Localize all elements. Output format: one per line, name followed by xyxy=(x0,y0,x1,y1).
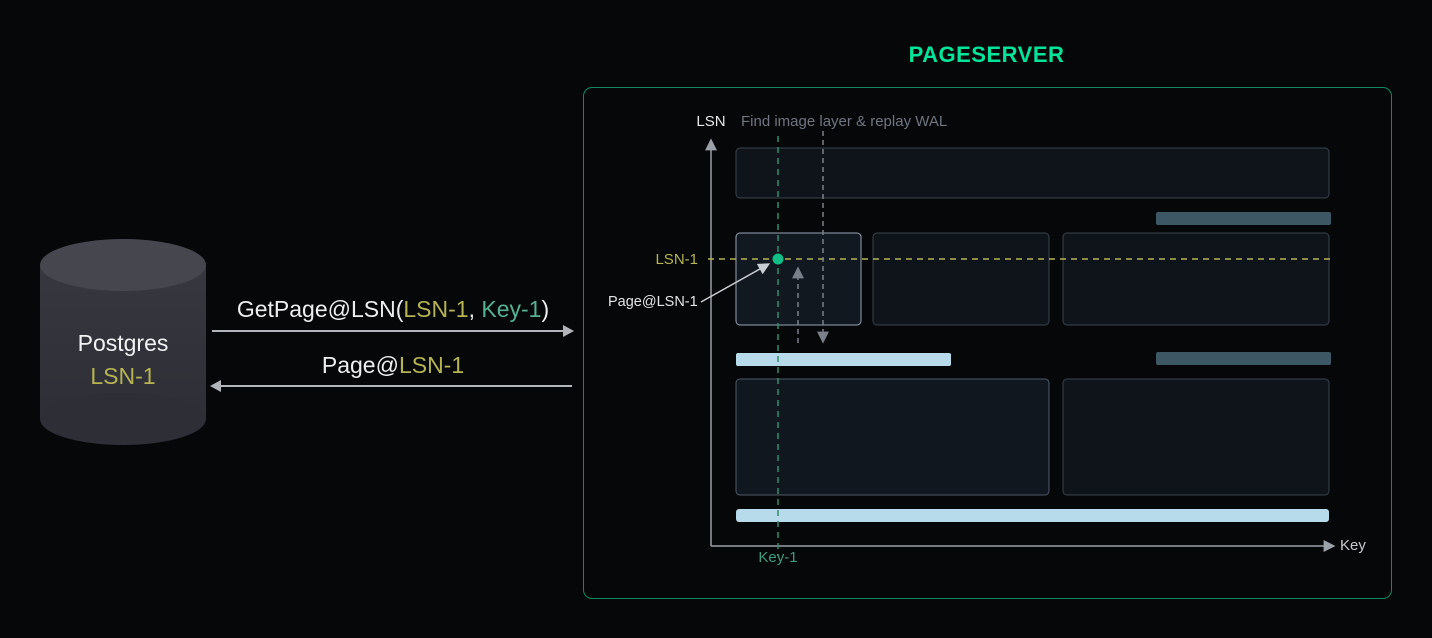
pageserver-title: PAGESERVER xyxy=(908,42,1065,67)
postgres-name-label: Postgres xyxy=(77,330,169,356)
postgres-cylinder-bottom xyxy=(40,393,206,445)
response-arrowhead-icon xyxy=(210,380,221,392)
delta-layer-mid-2 xyxy=(872,232,1050,326)
response-lsn-text: LSN-1 xyxy=(398,352,465,378)
page-annotation-arrow xyxy=(700,263,771,303)
delta-layer-mid-3 xyxy=(1062,232,1330,326)
layer-map-graphic xyxy=(700,131,1336,556)
request-arrow xyxy=(212,325,574,337)
request-arrowhead-icon xyxy=(563,325,574,337)
image-layer-bar-slate-2 xyxy=(1156,352,1331,365)
page-at-lsn-dot xyxy=(772,253,784,265)
lsn-1-marker-label: LSN-1 xyxy=(655,251,698,268)
postgres-database: Postgres LSN-1 xyxy=(40,239,206,445)
postgres-labels: Postgres LSN-1 xyxy=(40,327,206,393)
delta-layer-bottom-2 xyxy=(1062,378,1330,496)
image-layer-bar-slate-1 xyxy=(1156,212,1331,225)
find-image-layer-hint: Find image layer & replay WAL xyxy=(741,113,948,130)
response-prefix-text: Page@ xyxy=(321,352,399,378)
request-lsn-text: LSN-1 xyxy=(403,296,469,322)
request-prefix-text: GetPage@LSN( xyxy=(236,296,404,322)
request-key-text: Key-1 xyxy=(481,296,542,322)
delta-layer-bottom-1 xyxy=(735,378,1050,496)
key-axis-label: Key xyxy=(1340,537,1366,554)
lsn-axis-label: LSN xyxy=(696,113,726,130)
image-layer-bar-blue-1 xyxy=(736,353,951,366)
key-1-marker-label: Key-1 xyxy=(758,549,798,566)
page-annotation-label: Page@LSN-1 xyxy=(608,294,698,310)
postgres-cylinder-top xyxy=(40,239,206,291)
request-close-text: ) xyxy=(541,296,550,322)
response-arrow xyxy=(210,380,572,392)
request-comma-text: , xyxy=(468,296,482,322)
delta-layer-top xyxy=(735,147,1330,199)
page-response-label: Page@LSN-1 xyxy=(212,352,574,379)
postgres-lsn-label: LSN-1 xyxy=(90,363,156,389)
getpage-request-label: GetPage@LSN(LSN-1, Key-1) xyxy=(212,296,574,323)
pageserver-panel: LSN Find image layer & replay WAL LSN-1 … xyxy=(583,87,1392,599)
image-layer-bar-blue-2 xyxy=(736,509,1329,522)
